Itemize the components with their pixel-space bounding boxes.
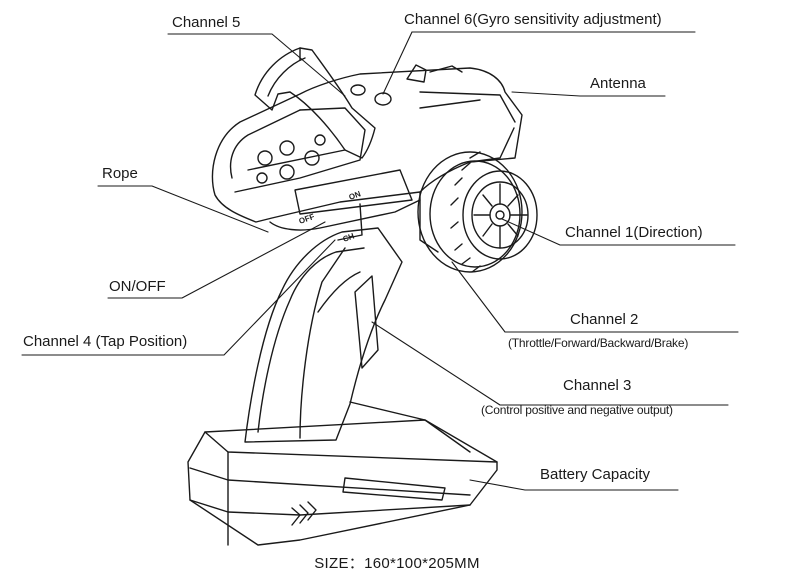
leader-antenna (511, 91, 666, 97)
label-channel6: Channel 6(Gyro sensitivity adjustment) (404, 11, 662, 28)
leader-channel6 (382, 31, 696, 95)
label-channel5: Channel 5 (172, 14, 241, 31)
label-channel4: Channel 4 (Tap Position) (23, 333, 188, 350)
leader-channel3 (371, 321, 729, 406)
label-channel2-detail: (Throttle/Forward/Backward/Brake) (508, 336, 689, 350)
label-rope: Rope (102, 165, 138, 182)
leader-channel4 (21, 239, 336, 356)
device-ch-mark: CH (342, 231, 356, 243)
leader-channel5 (167, 33, 346, 97)
battery-base (187, 401, 498, 546)
leader-onoff (107, 221, 326, 299)
label-channel2: Channel 2 (570, 311, 639, 328)
leader-lines (21, 31, 739, 491)
label-onoff: ON/OFF (109, 278, 166, 295)
label-antenna: Antenna (590, 75, 646, 92)
label-channel3: Channel 3 (563, 377, 632, 394)
top-buttons (256, 134, 326, 184)
label-battery: Battery Capacity (540, 466, 651, 483)
leader-rope (97, 185, 269, 233)
steering-wheel (417, 151, 538, 273)
label-channel1: Channel 1(Direction) (565, 224, 703, 241)
grip-handle (244, 227, 403, 443)
device-on-mark: ON (348, 189, 363, 202)
leader-channel2 (451, 261, 739, 333)
leader-battery (469, 479, 679, 491)
size-caption: SIZE：160*100*205MM (314, 555, 480, 572)
label-channel3-detail: (Control positive and negative output) (481, 403, 673, 417)
leader-channel1 (501, 218, 736, 246)
